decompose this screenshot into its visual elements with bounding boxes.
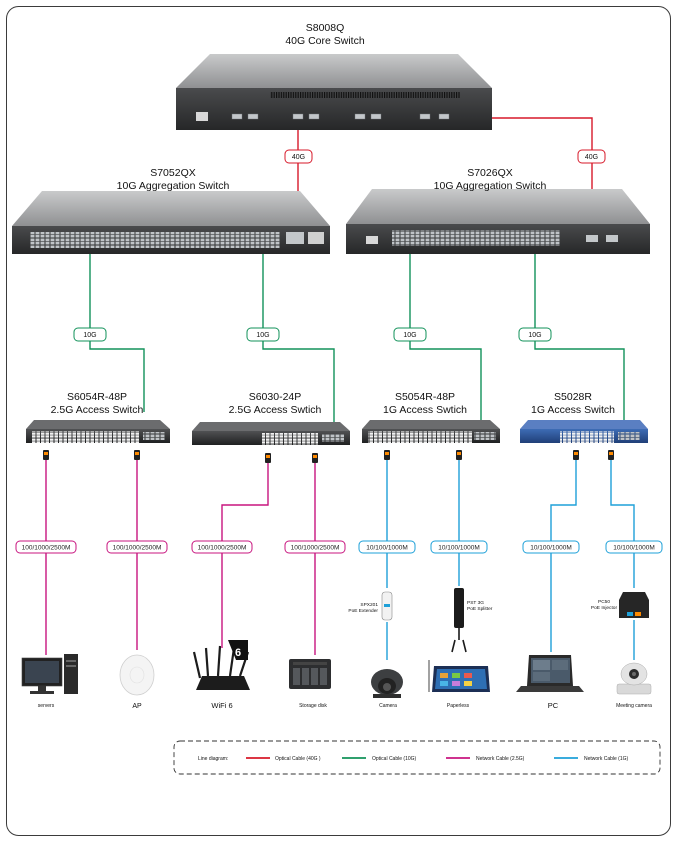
uplink-label-agg4: 10G [518,327,552,342]
uplink-label-agg2: 10G [246,327,280,342]
splitter-model: PST 3G [467,600,484,606]
link-meeting-text: 10/100/1000M [613,545,655,552]
legend-title: Line diagram: [198,756,228,762]
wifi6-badge-text: 6 [235,647,241,659]
uplink-label-core-right: 40G [577,149,606,164]
endpoint-label-wifi: WiFi 6 [211,701,232,710]
injector-name: PoE Injector [591,605,618,611]
link-servers-text: 100/1000/2500M [22,545,71,552]
core-switch-model: S8008Q [306,22,345,34]
ap-icon [119,654,155,696]
endpoint-label-meeting: Meeting camera [616,703,652,709]
uplink-agg1-text: 10G [83,332,96,339]
link-camera-text: 10/100/1000M [366,545,408,552]
injector-model: PC50 [598,599,610,605]
access4-role: 1G Access Switch [531,404,615,416]
endpoint-label-storage: Storage disk [299,703,327,709]
legend-label-1g: Network Cable (1G) [584,756,629,762]
legend-label-2g5: Network Cable (2.5G) [476,756,525,762]
uplink-label-agg3: 10G [393,327,427,342]
network-1g-line-pc [550,460,577,652]
laptop-pc-icon [516,655,584,692]
access-switch-4 [520,420,648,443]
access-switch-2 [192,422,350,445]
endpoint-label-paperless: Paperless [447,703,470,709]
extender-name: PoE Extender [348,608,378,614]
cable-connectors [43,450,614,463]
core-switch [176,54,492,130]
access-switch-3 [362,420,500,443]
access3-role: 1G Access Swtich [383,404,467,416]
agg-right-sfp-ports [392,230,560,246]
link-paperless-text: 10/100/1000M [438,545,480,552]
servers-icon [21,654,78,694]
endpoint-label-pc: PC [548,701,559,710]
aggregation-switch-left [12,191,330,254]
optical-10g-line-4 [534,246,625,428]
uplink-agg3-text: 10G [403,332,416,339]
agg-right-model: S7026QX [467,167,513,179]
link-label-paperless: 10/100/1000M [430,540,488,554]
aggregation-switch-right [346,189,650,254]
uplink-label-core-left: 40G [284,149,313,164]
access-switch-1 [26,420,170,443]
link-label-servers: 100/1000/2500M [15,540,77,554]
storage-disk-icon [289,659,331,689]
access2-model: S6030-24P [249,391,302,403]
access4-model: S5028R [554,391,592,403]
link-wifi-text: 100/1000/2500M [198,545,247,552]
link-label-pc: 10/100/1000M [522,540,580,554]
poe-splitter: PST 3G PoE Splitter [451,588,493,653]
access1-role: 2.5G Access Switch [51,404,144,416]
endpoint-label-ap: AP [132,703,142,710]
wifi6-router-icon: 6 [192,640,250,690]
legend: Line diagram: Optical Cable (40G ) Optic… [173,740,661,775]
agg-right-role: 10G Aggregation Switch [434,180,547,192]
poe-extender: SPX201 PoE Extender [348,591,393,621]
optical-10g-line-1 [89,246,145,412]
paperless-monitor-icon [428,660,490,692]
network-2g5-line-wifi [221,463,269,648]
uplink-label-agg1: 10G [73,327,107,342]
core-switch-top [176,54,492,88]
core-qsfp-ports [231,113,450,120]
optical-10g-line-2 [262,246,335,426]
diagram-border [6,6,671,836]
splitter-name: PoE Splitter [467,606,493,612]
link-label-wifi: 100/1000/2500M [191,540,253,554]
meeting-camera-icon [616,662,652,695]
uplink-agg2-text: 10G [256,332,269,339]
link-ap-text: 100/1000/2500M [113,545,162,552]
uplink-agg4-text: 10G [528,332,541,339]
link-pc-text: 10/100/1000M [530,545,572,552]
network-1g-line-meeting [610,460,635,588]
access1-model: S6054R-48P [67,391,127,403]
uplink-core-left-text: 40G [292,154,305,161]
dome-camera-icon [371,669,403,698]
extender-model: SPX201 [360,602,378,608]
endpoint-label-servers: servers [38,703,55,709]
core-switch-vents [270,92,460,98]
access2-role: 2.5G Access Swtich [229,404,322,416]
legend-box [173,740,661,775]
link-label-camera: 10/100/1000M [358,540,416,554]
link-label-storage: 100/1000/2500M [284,540,346,554]
agg-left-sfp-ports [30,232,280,248]
link-storage-text: 100/1000/2500M [291,545,340,552]
link-label-meeting: 10/100/1000M [605,540,663,554]
agg-left-model: S7052QX [150,167,196,179]
optical-10g-line-3 [409,246,482,426]
uplink-core-right-text: 40G [585,154,598,161]
poe-injector: PC50 PoE Injector [591,592,649,618]
legend-label-40g: Optical Cable (40G ) [275,756,321,762]
core-console-port [196,112,208,121]
core-switch-role: 40G Core Switch [285,35,365,47]
legend-label-10g: Optical Cable (10G) [372,756,417,762]
access3-model: S5054R-48P [395,391,455,403]
link-label-ap: 100/1000/2500M [106,540,168,554]
endpoint-label-camera: Camera [379,703,397,709]
agg-left-role: 10G Aggregation Switch [117,180,230,192]
cable-lines [45,117,635,660]
